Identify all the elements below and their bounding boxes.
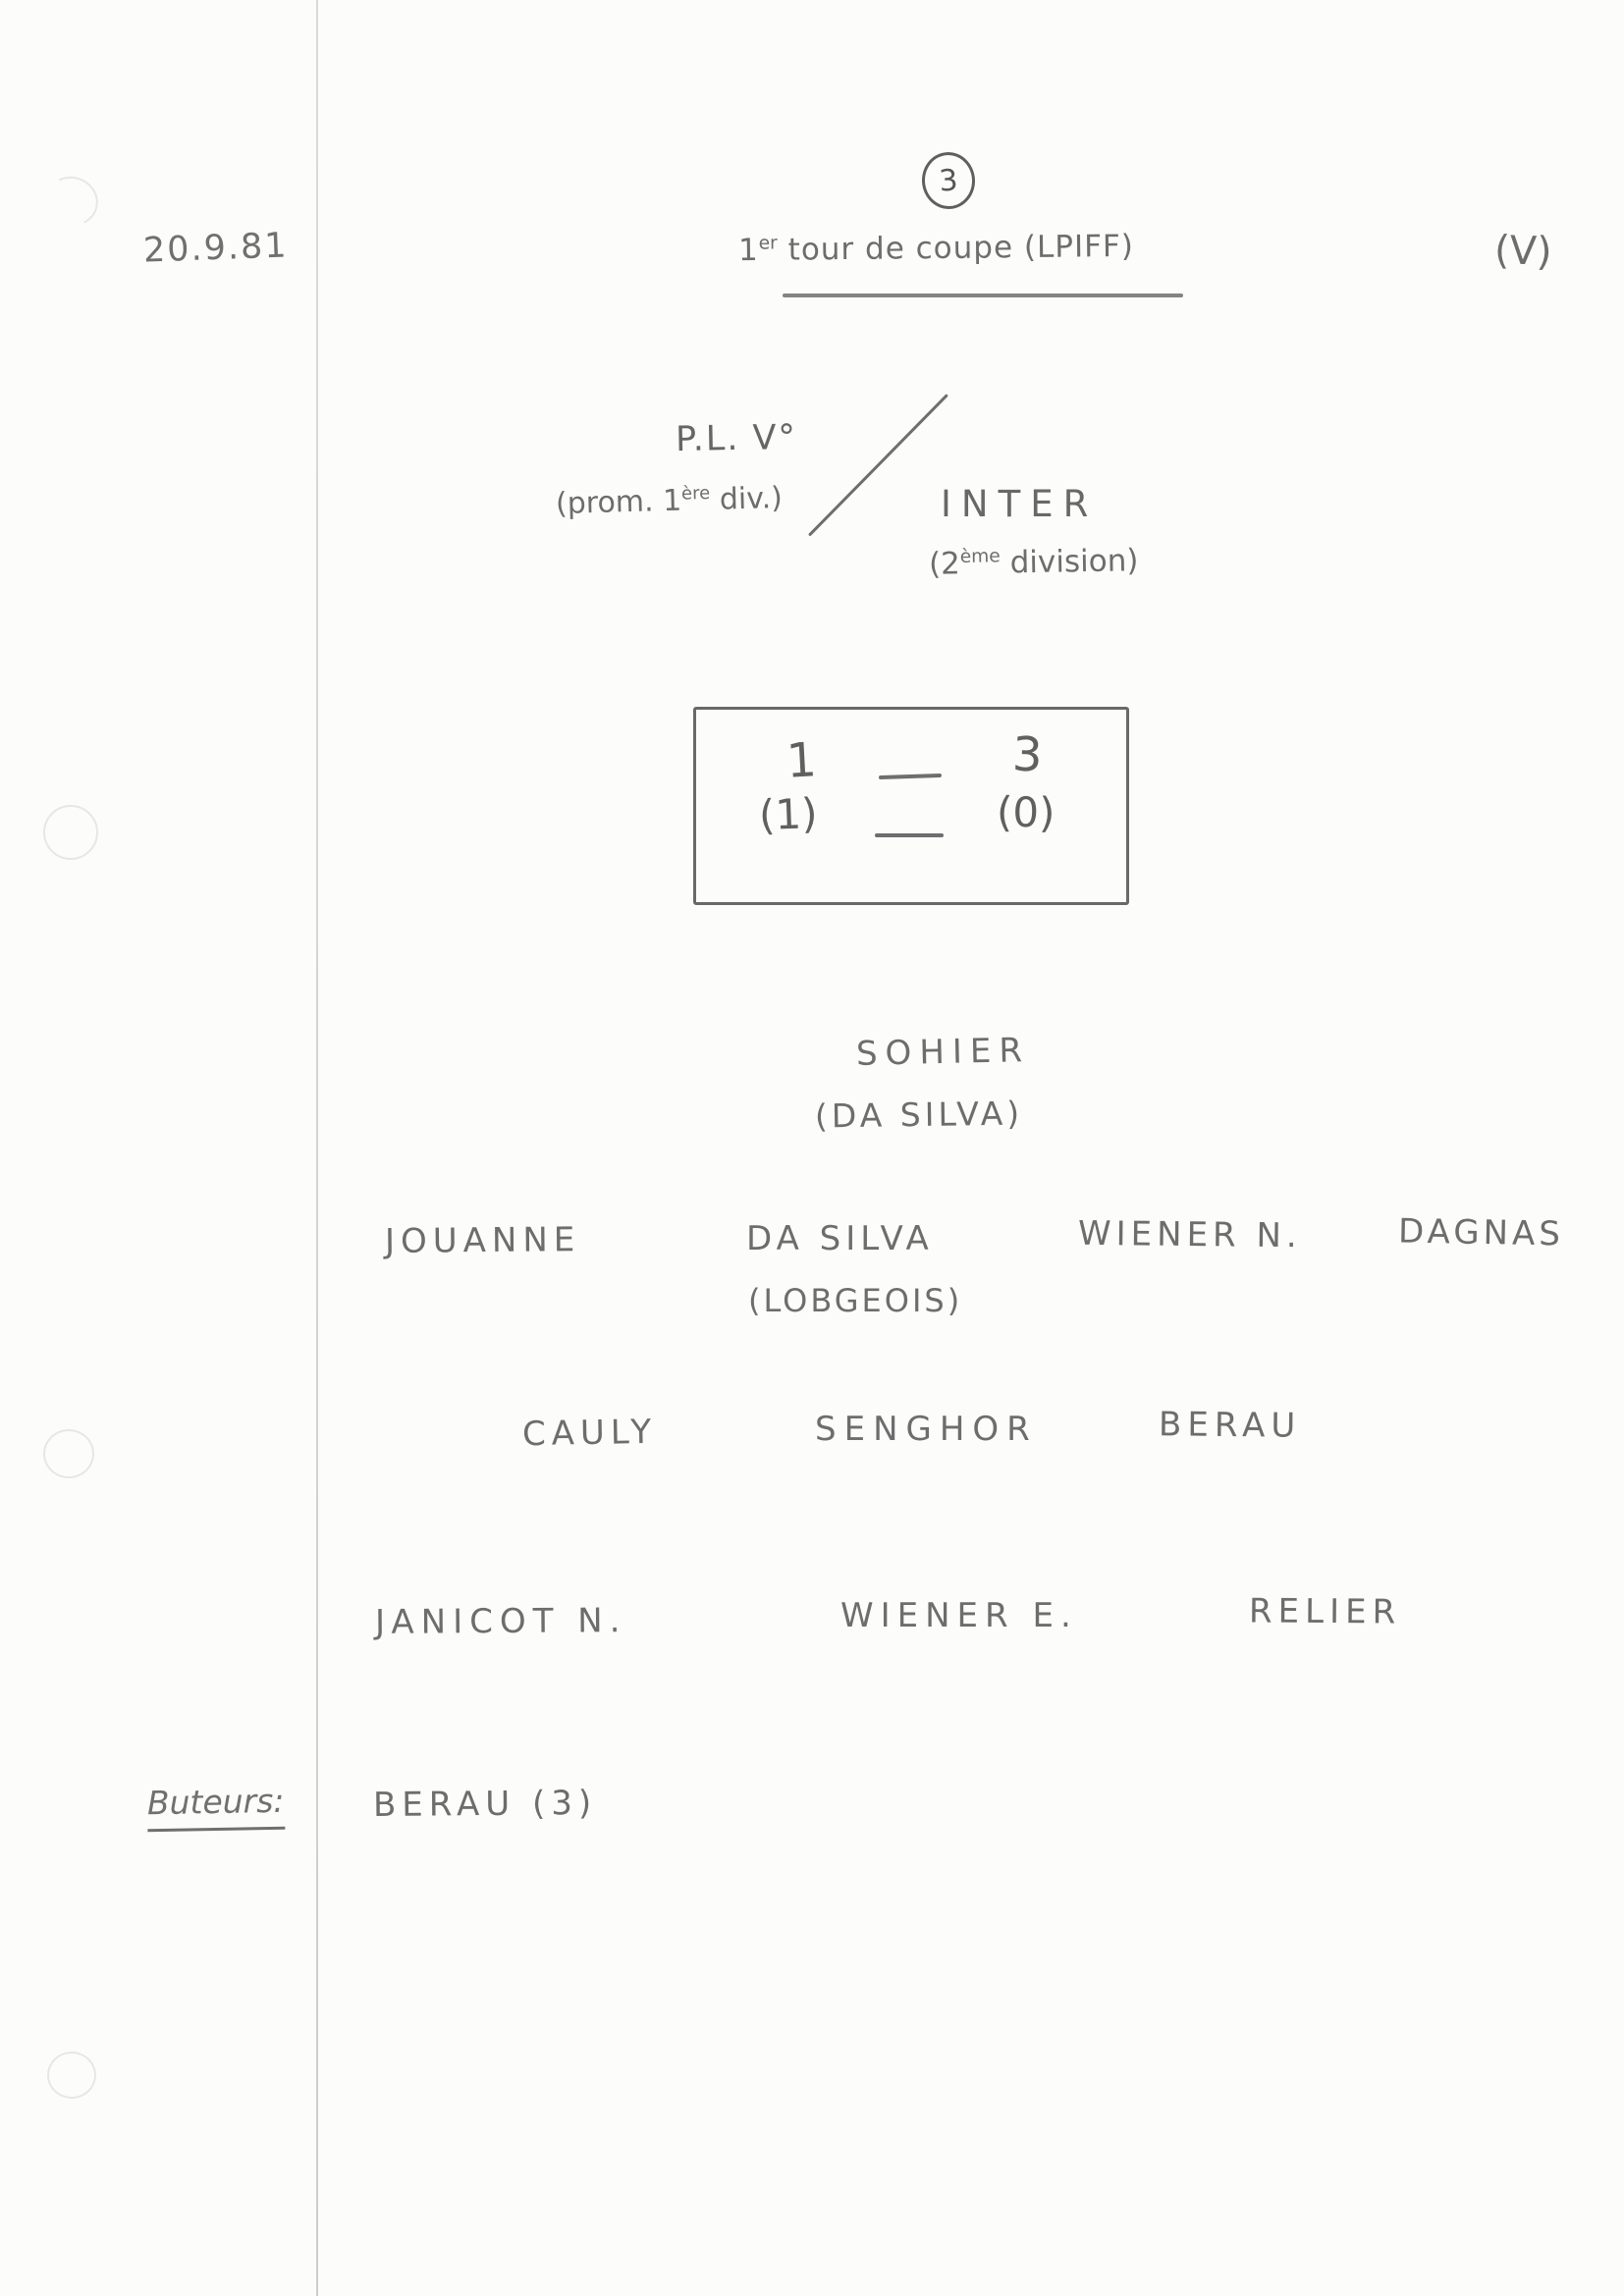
lineup-midfielder: BERAU	[1158, 1405, 1302, 1446]
score-separator	[878, 773, 943, 780]
lineup-goalkeeper: SOHIER	[855, 1031, 1031, 1074]
lineup-midfielder: SENGHOR	[815, 1410, 1038, 1449]
lineup-defender: DAGNAS	[1397, 1211, 1565, 1255]
home-team-note: (prom. 1ère div.)	[555, 480, 784, 522]
halftime-score-away: (0)	[996, 787, 1056, 837]
lineup-goalkeeper-sub: (DA SILVA)	[814, 1094, 1024, 1136]
lineup-defender: DA SILVA	[746, 1219, 934, 1258]
score-home: 1	[785, 732, 818, 789]
hole-punch-mark	[43, 1429, 94, 1478]
lineup-defender: WIENER N.	[1077, 1213, 1302, 1256]
scorers-value: BERAU (3)	[372, 1784, 598, 1825]
lineup-defender-sub: (LOBGEOIS)	[748, 1282, 963, 1319]
away-note-sup: ème	[959, 546, 1001, 567]
hole-punch-mark	[47, 2052, 96, 2099]
away-team-note: (2ème division)	[928, 543, 1139, 582]
match-date: 20.9.81	[142, 226, 290, 271]
lineup-forward: WIENER E.	[840, 1596, 1078, 1635]
score-away: 3	[1011, 726, 1044, 783]
page-number: 3	[938, 162, 959, 199]
score-box: 1 3 (1) (0)	[693, 707, 1129, 905]
home-note-post: div.)	[709, 480, 784, 517]
halftime-score-home: (1)	[758, 788, 819, 840]
lineup-midfielder: CAULY	[521, 1412, 658, 1455]
hole-punch-mark	[38, 169, 105, 234]
title-underline	[783, 294, 1183, 297]
home-note-pre: (prom. 1	[555, 483, 682, 522]
margin-line	[316, 0, 318, 2296]
versus-slash	[807, 394, 948, 537]
title-number: 1	[737, 232, 759, 269]
home-note-sup: ère	[680, 482, 711, 505]
halftime-score-separator	[875, 833, 944, 837]
hole-punch-mark	[43, 805, 98, 860]
lineup-defender: JOUANNE	[384, 1220, 581, 1261]
page-number-circle: 3	[920, 150, 977, 211]
result-letter: (V)	[1493, 227, 1553, 276]
lineup-forward: RELIER	[1248, 1591, 1402, 1632]
scorers-label: Buteurs:	[147, 1782, 285, 1833]
title-ordinal-sup: er	[758, 233, 778, 254]
away-note-pre: (2	[928, 546, 961, 582]
page-title: 1er tour de coupe (LPIFF)	[737, 228, 1135, 269]
home-team-name: P.L. V°	[675, 417, 798, 460]
away-note-post: division)	[1000, 543, 1139, 581]
away-team-name: INTER	[941, 483, 1099, 525]
lineup-forward: JANICOT N.	[374, 1601, 627, 1642]
title-text: tour de coupe (LPIFF)	[777, 228, 1135, 268]
